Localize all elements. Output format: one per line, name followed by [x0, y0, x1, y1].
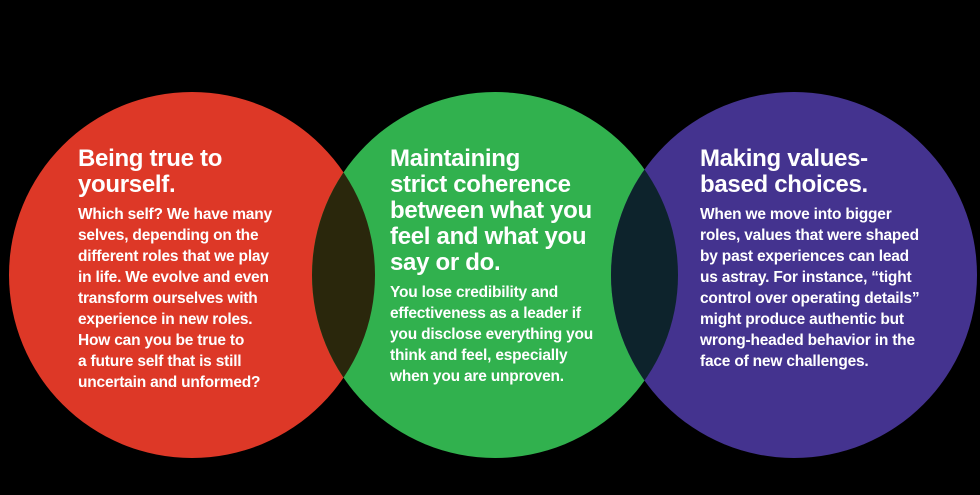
- section-body: Which self? We have many selves, dependi…: [78, 206, 272, 391]
- section-making-values-based-choices: Making values- based choices. When we mo…: [700, 146, 970, 372]
- section-heading: Being true to yourself.: [78, 145, 223, 198]
- section-heading: Making values- based choices.: [700, 145, 868, 198]
- section-maintaining-strict-coherence: Maintaining strict coherence between wha…: [390, 146, 660, 387]
- section-body: When we move into bigger roles, values t…: [700, 206, 920, 370]
- circle-being-true-to-yourself: [9, 92, 375, 458]
- section-heading: Maintaining strict coherence between wha…: [390, 145, 592, 276]
- section-being-true-to-yourself: Being true to yourself. Which self? We h…: [78, 146, 348, 393]
- section-body: You lose credibility and effectiveness a…: [390, 284, 594, 385]
- circle-maintaining-strict-coherence: [312, 92, 678, 458]
- circle-making-values-based-choices: [611, 92, 977, 458]
